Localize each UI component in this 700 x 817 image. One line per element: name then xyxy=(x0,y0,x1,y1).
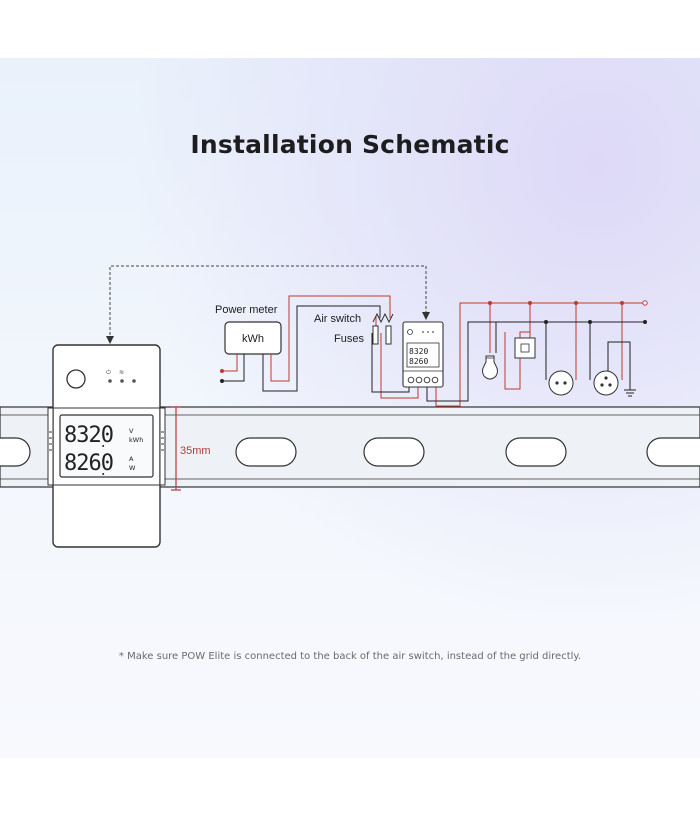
fuses-label: Fuses xyxy=(334,333,364,345)
power-meter: Power meter kWh xyxy=(215,304,282,355)
mini-lcd-row2: 8260 xyxy=(409,357,428,366)
lcd-row2-unit-bottom: W xyxy=(129,464,136,472)
rail-width-label: 35mm xyxy=(180,445,211,457)
terminal-icon xyxy=(415,376,423,384)
power-meter-label: Power meter xyxy=(215,304,278,316)
terminal-icon xyxy=(407,376,415,384)
lcd-row2-unit-top: A xyxy=(129,455,134,463)
lcd-row1-value: 8320 xyxy=(64,423,113,448)
svg-text:⏻: ⏻ xyxy=(106,369,111,376)
grounded-socket-icon xyxy=(593,370,619,396)
socket-icon xyxy=(548,370,574,396)
fuse-icon xyxy=(385,325,392,345)
power-meter-box xyxy=(224,321,282,355)
mini-lcd-row1: 8320 xyxy=(409,347,428,356)
switch-icon xyxy=(372,312,394,324)
installation-footnote: * Make sure POW Elite is connected to th… xyxy=(118,651,582,662)
power-led-icon xyxy=(108,379,112,383)
rail-slot xyxy=(235,437,297,467)
rail-slot xyxy=(0,437,31,467)
rail-dimension: 35mm xyxy=(171,406,211,491)
light-bulb-icon xyxy=(482,355,498,380)
ground-icon xyxy=(624,382,636,397)
pow-elite-mini: 8320 8260 xyxy=(402,321,444,388)
wire-junctions xyxy=(220,300,648,383)
page-title: Installation Schematic xyxy=(190,130,510,159)
wifi-led-icon xyxy=(120,379,124,383)
wall-switch-icon xyxy=(514,337,536,359)
fuse-icon xyxy=(372,325,379,345)
pow-elite-device: ⏻ ≋ 8320 V kWh 8260 A W xyxy=(47,344,166,548)
svg-text:≋: ≋ xyxy=(119,369,124,376)
power-button-icon xyxy=(66,369,86,389)
lcd-row1-unit-bottom: kWh xyxy=(129,436,143,444)
terminal-icon xyxy=(423,376,431,384)
status-led-icon xyxy=(132,379,136,383)
kwh-label: kWh xyxy=(242,333,264,345)
air-switch: Air switch Fuses xyxy=(314,312,394,345)
rail-slot xyxy=(363,437,425,467)
air-switch-label: Air switch xyxy=(314,313,361,325)
rail-slot xyxy=(646,437,700,467)
neutral-wires xyxy=(222,305,643,402)
rail-slot xyxy=(505,437,567,467)
lcd-row2-value: 8260 xyxy=(64,451,113,476)
mapping-arrow xyxy=(106,265,430,344)
lcd-screen xyxy=(59,414,154,478)
lcd-row1-unit-top: V xyxy=(129,427,134,435)
terminal-icon xyxy=(431,376,439,384)
